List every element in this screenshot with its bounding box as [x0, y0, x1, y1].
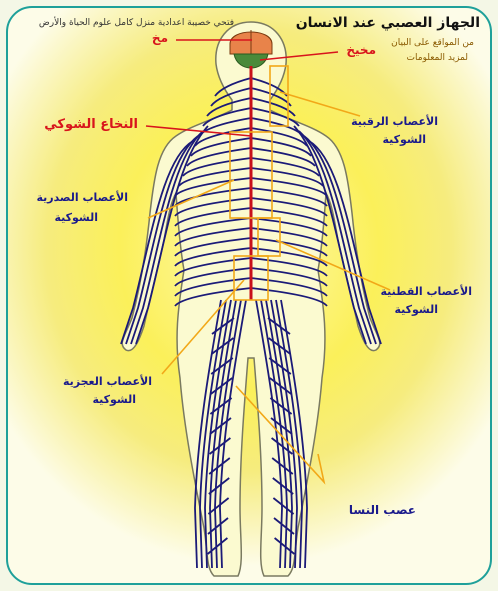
cerebellum-label: مخيخ: [346, 44, 376, 58]
cervical-nerves-label-1: الأعصاب الرقبية: [351, 116, 438, 129]
thoracic-nerves-label-1: الأعصاب الصدرية: [36, 192, 128, 205]
sciatic-nerve-label: عصب النسا: [349, 504, 416, 518]
page-title: الجهاز العصبي عند الانسان: [296, 15, 480, 31]
brain-label: مخ: [152, 32, 168, 46]
thoracic-nerves-label-2: الشوكية: [54, 212, 98, 225]
diagram-frame: الجهاز العصبي عند الانسان فتحي خصيبة اعد…: [6, 6, 492, 585]
sacral-nerves-label-2: الشوكية: [92, 394, 136, 407]
spinal-cord-label: النخاع الشوكي: [44, 118, 138, 133]
lumbar-nerves-label-1: الأعصاب القطنية: [380, 286, 472, 299]
lumbar-nerves-label-2: الشوكية: [394, 304, 438, 317]
source-line-2: لمزيد المعلومات: [407, 53, 468, 63]
source-line-1: من المواقع على البيان: [391, 38, 474, 48]
credit-line: فتحي خصيبة اعدادية منزل كامل علوم الحياة…: [39, 18, 234, 28]
cervical-nerves-label-2: الشوكية: [382, 134, 426, 147]
sacral-nerves-label-1: الأعصاب العجزية: [63, 376, 152, 389]
